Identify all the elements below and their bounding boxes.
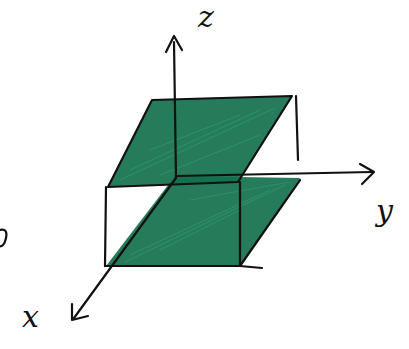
axis-label: y <box>376 196 393 226</box>
axis-label: x <box>22 302 39 332</box>
axis-label: z <box>198 2 214 32</box>
